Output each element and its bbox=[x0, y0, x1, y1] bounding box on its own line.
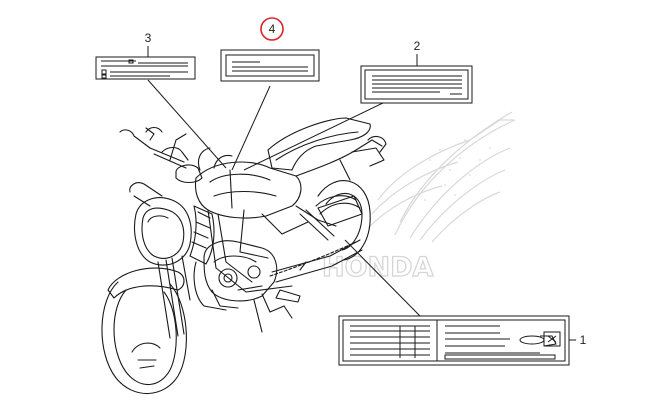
callout-4-highlight-ring bbox=[260, 17, 284, 41]
honda-watermark-text: HONDA bbox=[322, 252, 434, 283]
callout-2-label: 2 bbox=[414, 39, 421, 53]
callout-3-label: 3 bbox=[145, 31, 152, 45]
motorcycle-drawing bbox=[101, 117, 387, 395]
label-2 bbox=[360, 65, 473, 104]
label-3 bbox=[95, 56, 196, 80]
callout-4-label: 4 bbox=[269, 22, 276, 36]
front-wheel bbox=[101, 281, 187, 395]
callout-1-label: 1 bbox=[580, 333, 587, 347]
label-1 bbox=[338, 315, 570, 366]
callout-2: 2 bbox=[414, 39, 421, 53]
label-4 bbox=[220, 49, 320, 82]
leader-lines bbox=[147, 46, 576, 341]
watermark-dots bbox=[414, 139, 491, 201]
callout-3: 3 bbox=[145, 31, 152, 45]
callout-1: 1 bbox=[580, 333, 587, 347]
callout-4: 4 bbox=[260, 17, 284, 41]
honda-wing-watermark bbox=[367, 111, 516, 243]
